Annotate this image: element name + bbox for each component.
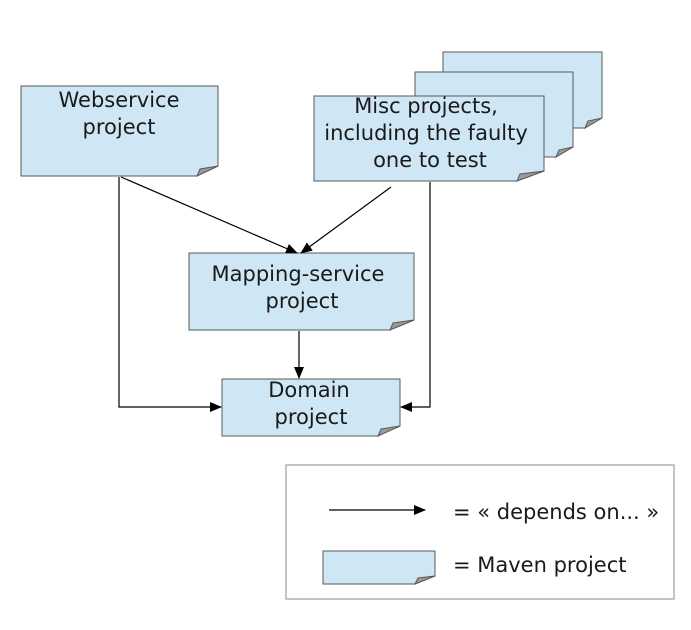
mapping-label-line-1: Mapping-service — [212, 262, 385, 286]
misc-label-line-2: including the faulty — [324, 121, 528, 145]
misc-projects-node: Misc projects, including the faulty one … — [313, 94, 545, 182]
misc-label-line-1: Misc projects, — [354, 94, 498, 118]
webservice-label-line-1: Webservice — [58, 88, 179, 112]
legend-maven-label: = Maven project — [453, 553, 626, 577]
legend: = « depends on... » = Maven project — [285, 464, 675, 600]
webservice-project-node: Webservice project — [20, 85, 219, 178]
webservice-label-line-2: project — [83, 115, 156, 139]
edge-misc-to-domain — [400, 182, 431, 412]
domain-label-line-2: project — [275, 405, 348, 429]
domain-label-line-1: Domain — [268, 378, 350, 402]
edge-webservice-to-mapping — [120, 176, 298, 254]
domain-project-node: Domain project — [221, 378, 401, 437]
edge-misc-to-mapping — [300, 186, 392, 254]
edge-webservice-to-domain — [118, 177, 222, 412]
legend-maven-swatch — [322, 550, 436, 585]
mapping-label-line-2: project — [266, 289, 339, 313]
legend-dependency-label: = « depends on... » — [453, 500, 659, 524]
misc-label-line-3: one to test — [373, 148, 487, 172]
mapping-service-project-node: Mapping-service project — [188, 252, 415, 331]
